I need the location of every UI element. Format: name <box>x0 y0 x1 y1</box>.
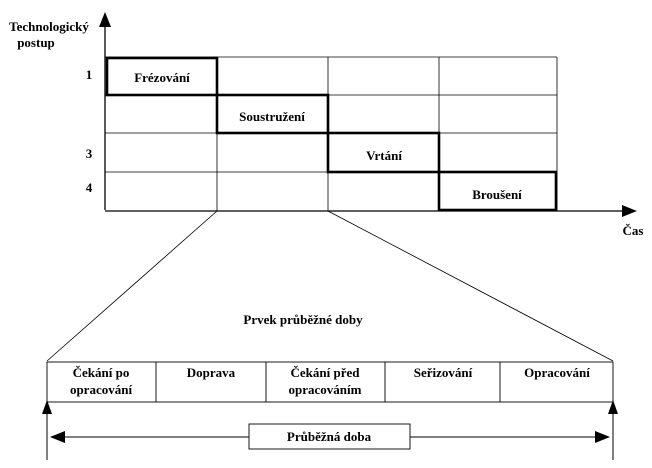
span-arrow-right-icon <box>595 431 610 443</box>
element-waiting-after-line2: opracování <box>70 382 133 397</box>
detail-title: Prvek průběžné doby <box>243 312 363 327</box>
operation-label-turning: Soustružení <box>239 109 305 124</box>
row-number-3: 3 <box>86 146 93 161</box>
element-machining: Opracování <box>524 365 590 380</box>
span-label-box <box>248 423 411 450</box>
operation-label-grinding: Broušení <box>472 187 522 202</box>
zoom-line-left <box>46 210 218 362</box>
y-axis-arrow-icon <box>99 12 111 27</box>
y-axis-label-line2: postup <box>17 35 55 50</box>
operation-block-drilling <box>326 131 441 174</box>
element-waiting-before-line1: Čekání před <box>291 365 361 380</box>
span-label: Průběžná doba <box>287 429 372 444</box>
detail-elements-box <box>46 361 614 403</box>
y-axis-label-line1: Technologický <box>9 19 89 34</box>
row-number-4: 4 <box>86 180 93 195</box>
right-boundary-arrow-icon <box>608 400 618 414</box>
x-axis-arrow-icon <box>622 205 637 217</box>
x-axis-label: Čas <box>623 223 644 238</box>
row-number-1: 1 <box>86 67 93 82</box>
element-setup: Seřizování <box>414 365 473 380</box>
span-arrow-left-icon <box>50 431 65 443</box>
operation-block-turning <box>215 93 330 135</box>
element-waiting-before-line2: opracováním <box>289 382 362 397</box>
element-waiting-after-line1: Čekání po <box>73 365 130 380</box>
operation-block-grinding <box>437 170 558 212</box>
operation-label-drilling: Vrtání <box>366 148 402 163</box>
left-boundary-arrow-icon <box>42 400 52 414</box>
operation-label-milling: Frézování <box>134 70 190 85</box>
zoom-line-right <box>327 210 614 362</box>
element-transport: Doprava <box>187 365 236 380</box>
operation-block-milling <box>105 56 219 97</box>
